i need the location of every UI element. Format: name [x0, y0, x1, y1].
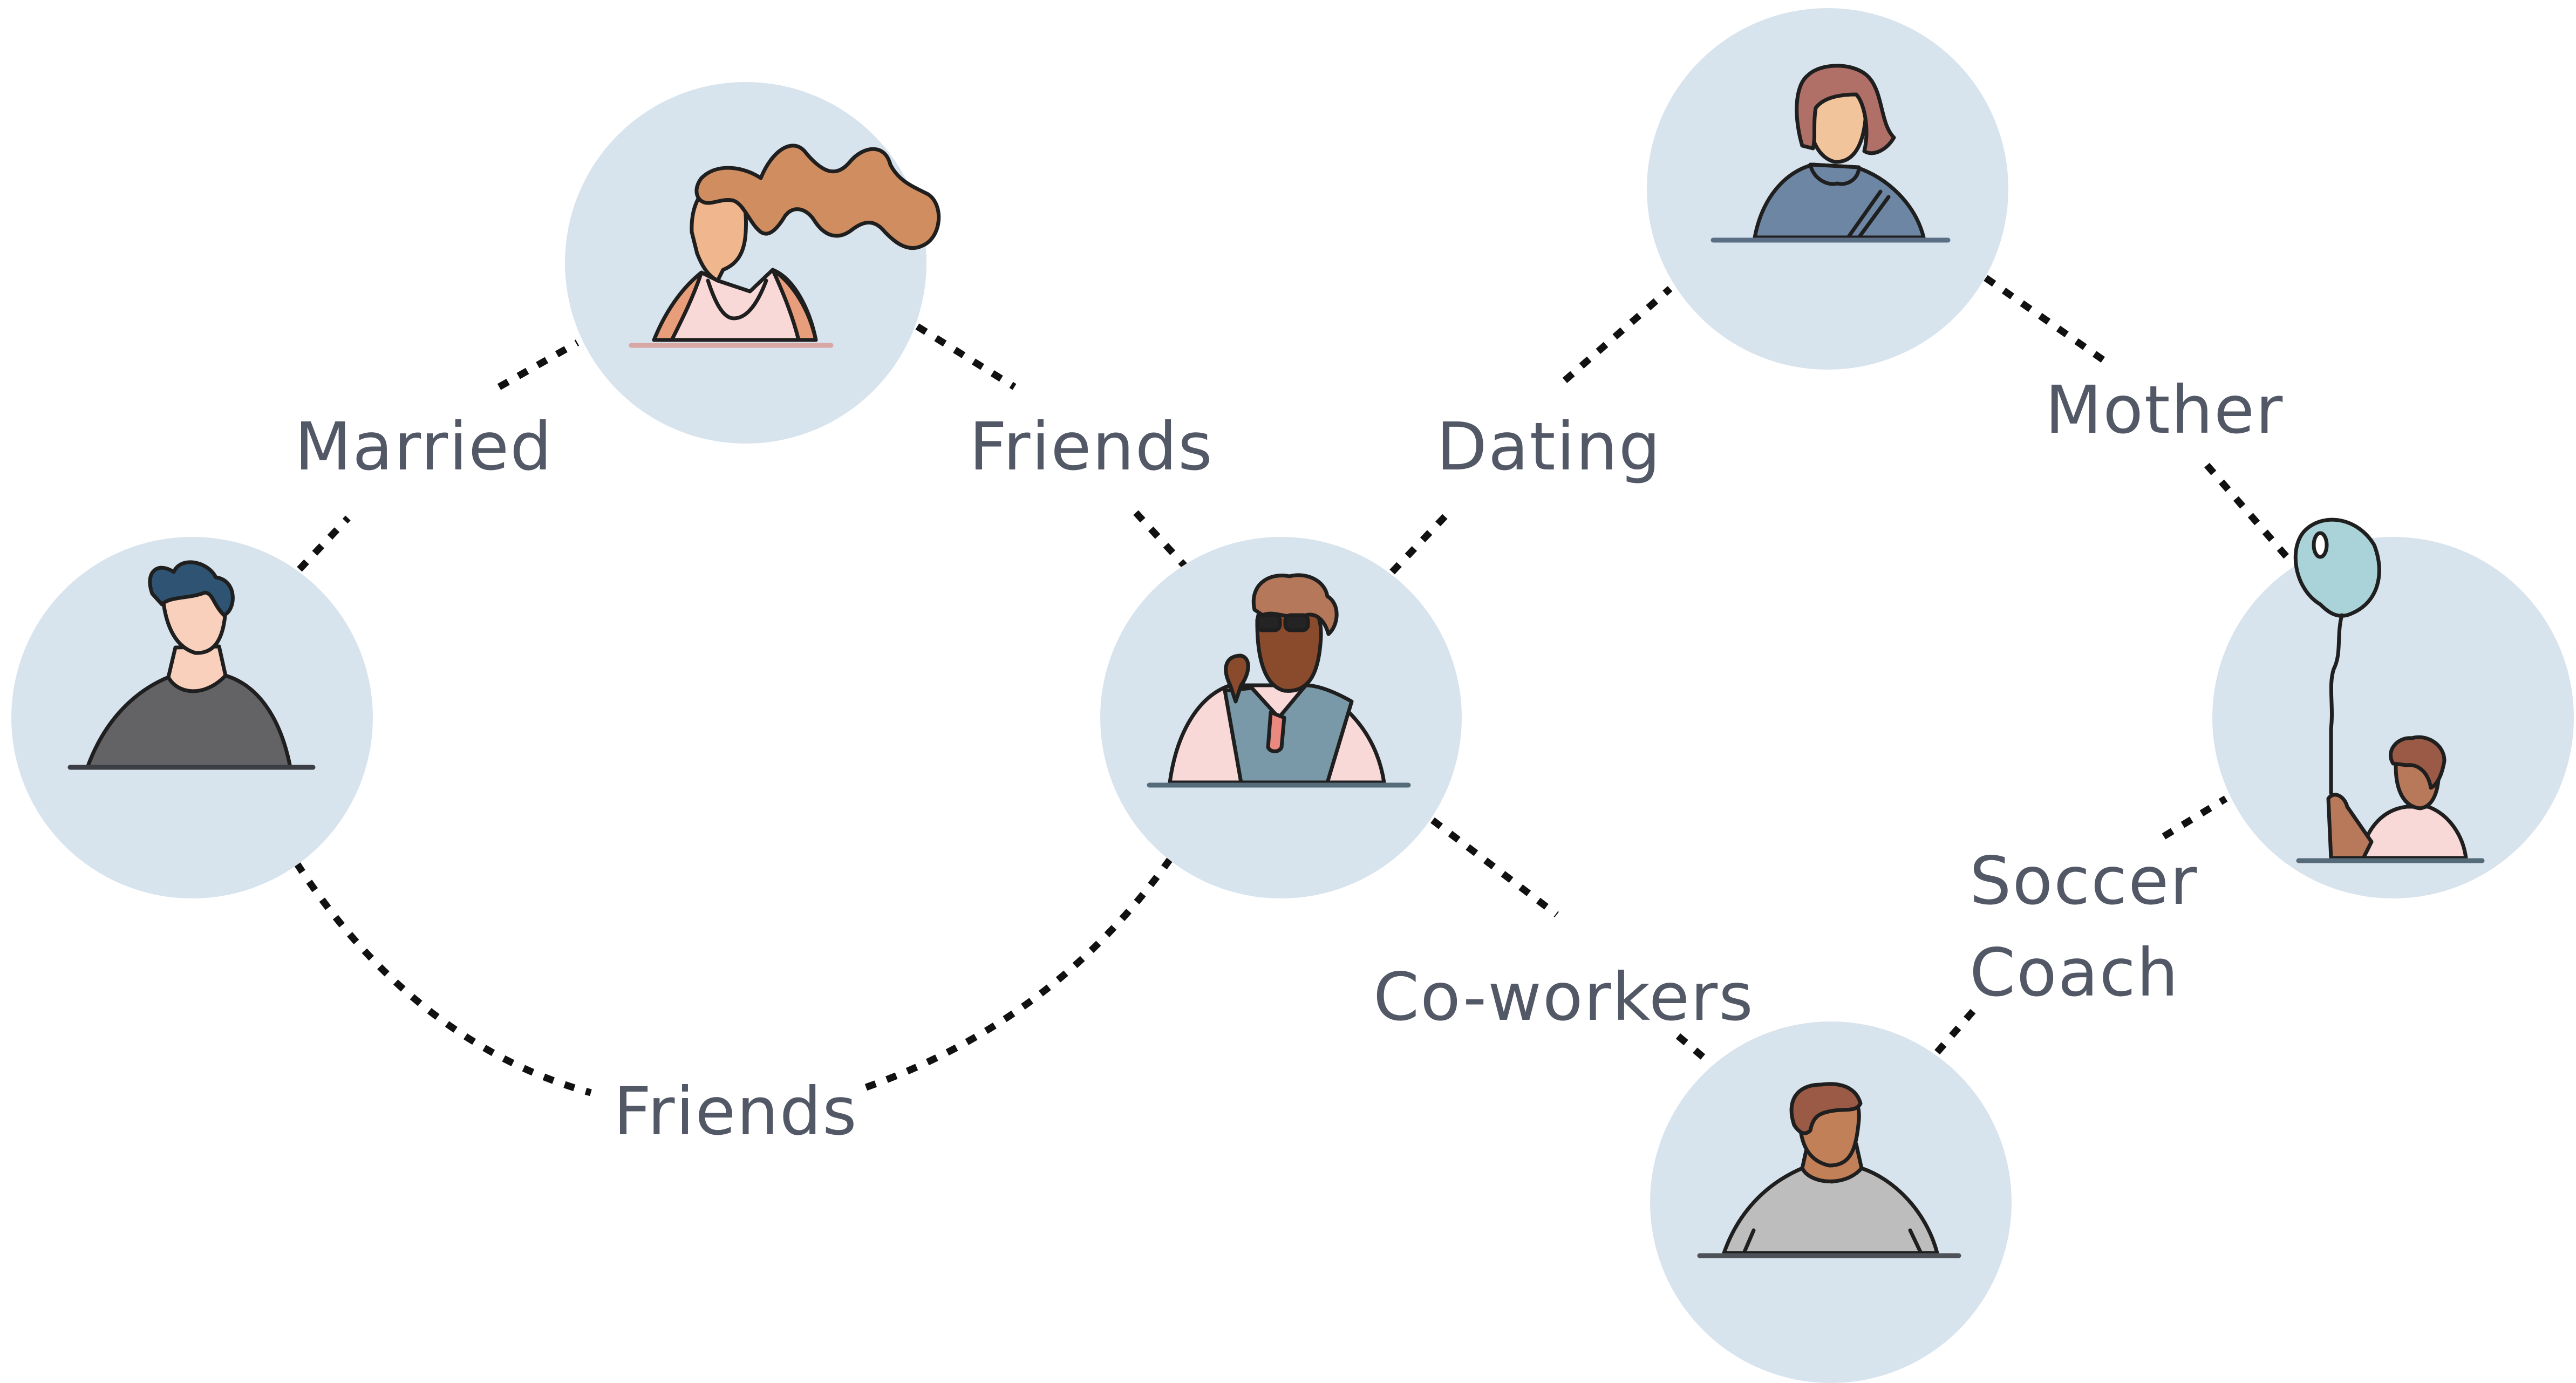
edge-mother — [1984, 275, 2109, 366]
edge-coworkers — [1675, 1033, 1708, 1061]
edges — [294, 275, 2293, 1096]
edge-married — [497, 339, 580, 390]
edge-label-soccer: Soccer — [1970, 843, 2198, 919]
edge-mother — [2204, 462, 2293, 564]
child-holding-balloon-avatar — [2293, 517, 2485, 863]
edge-friends-upper — [1133, 510, 1187, 568]
node-child-balloon[interactable] — [2212, 517, 2574, 898]
edge-dating — [1389, 513, 1449, 575]
edge-friends-upper — [915, 323, 1017, 390]
edge-coworkers — [1430, 817, 1559, 918]
edge-soccer-coach — [1934, 1006, 1978, 1055]
edge-married — [297, 515, 351, 572]
edge-friends-lower — [864, 856, 1174, 1091]
edge-soccer-coach — [2162, 795, 2228, 840]
edge-label-coach: Coach — [1970, 935, 2179, 1011]
edge-label-dating: Dating — [1436, 408, 1661, 485]
woman-with-ponytail-avatar — [629, 144, 941, 348]
edge-label-mother: Mother — [2045, 372, 2284, 448]
edge-friends-lower — [294, 861, 592, 1096]
man-in-gray-shirt-avatar — [67, 560, 316, 770]
node-woman-ponytail[interactable] — [565, 82, 941, 444]
node-woman-backpack[interactable] — [1647, 8, 2008, 370]
edge-label-coworkers: Co-workers — [1373, 959, 1754, 1035]
node-man-glasses[interactable] — [1100, 537, 1462, 898]
edge-dating — [1562, 286, 1673, 383]
edge-label-friends-lower: Friends — [614, 1073, 858, 1150]
woman-with-backpack-avatar — [1710, 64, 1951, 243]
node-man-light-sweater[interactable] — [1650, 1021, 2012, 1383]
edge-label-married: Married — [295, 408, 553, 485]
edge-labels: Married Friends Friends Dating Mother Co… — [295, 372, 2284, 1150]
man-with-glasses-and-vest-avatar — [1147, 573, 1411, 788]
man-in-light-gray-sweater-avatar — [1697, 1082, 1961, 1258]
node-man-gray-shirt[interactable] — [11, 537, 373, 898]
edge-label-friends-upper: Friends — [969, 408, 1214, 485]
